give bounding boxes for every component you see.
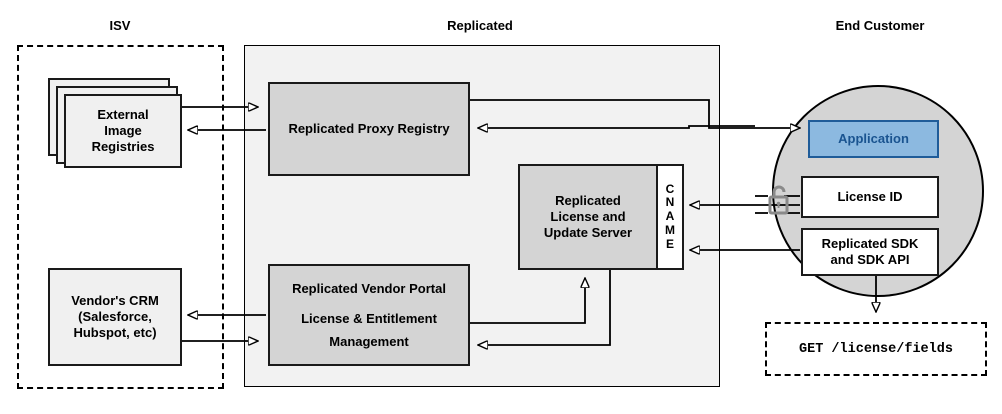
registries-line1: External <box>97 107 149 123</box>
cname-letter-0: C <box>665 181 675 196</box>
crm-line3: Hubspot, etc) <box>73 324 157 340</box>
sdk-line2: and SDK API <box>830 252 910 267</box>
license-server-line2: License and <box>550 209 626 225</box>
vendor-crm[interactable]: Vendor's CRM (Salesforce, Hubspot, etc) <box>48 268 182 366</box>
api-call-box: GET /license/fields <box>765 322 987 376</box>
registries-line2: Image <box>104 123 142 139</box>
zone-title-replicated: Replicated <box>447 18 513 33</box>
cname-letter-1: N <box>665 195 675 210</box>
license-server-line1: Replicated <box>555 193 621 209</box>
zone-title-isv: ISV <box>109 18 131 33</box>
vendor-portal-line3: Management <box>329 333 409 349</box>
isv-zone <box>17 45 224 389</box>
cname-letter-4: E <box>665 236 674 251</box>
license-id[interactable]: License ID <box>801 176 939 218</box>
cname-letter-2: A <box>665 209 675 224</box>
application[interactable]: Application <box>808 120 939 158</box>
replicated-sdk[interactable]: Replicated SDK and SDK API <box>801 228 939 276</box>
registries-line3: Registries <box>91 138 155 154</box>
license-server-line3: Update Server <box>543 224 633 240</box>
unlocked-padlock-icon <box>766 183 792 222</box>
crm-line2: (Salesforce, <box>78 309 152 325</box>
sdk-line1: Replicated SDK <box>821 236 919 252</box>
cname-strip[interactable]: C N A M E <box>656 164 684 270</box>
vendor-portal-line2: License & Entitlement <box>301 311 437 327</box>
replicated-vendor-portal[interactable]: Replicated Vendor Portal License & Entit… <box>268 264 470 366</box>
crm-line1: Vendor's CRM <box>71 293 159 309</box>
replicated-license-update-server[interactable]: Replicated License and Update Server <box>518 164 658 270</box>
vendor-portal-line1: Replicated Vendor Portal <box>292 280 446 296</box>
external-image-registries[interactable]: External Image Registries <box>64 94 182 168</box>
cname-letter-3: M <box>665 222 675 237</box>
replicated-proxy-registry[interactable]: Replicated Proxy Registry <box>268 82 470 176</box>
zone-title-end-customer: End Customer <box>835 18 925 33</box>
